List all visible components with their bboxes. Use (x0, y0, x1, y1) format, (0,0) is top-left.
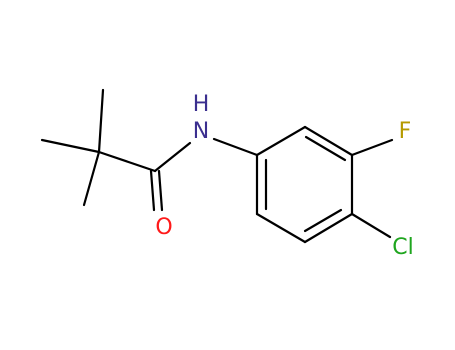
chlorine-label: Cl (392, 235, 413, 260)
nitrogen-label: N (193, 119, 209, 144)
bond-nitrogen-ring (212, 137, 259, 157)
ring-bond-1 (255, 125, 307, 157)
ring-double-inner-1 (304, 135, 347, 162)
bond-quaternary-carbonyl (97, 150, 157, 173)
hydrogen-label: H (193, 92, 210, 117)
ring-bond-2 (303, 125, 354, 157)
ring-bond-4 (303, 212, 354, 244)
bond-ring-chlorine (350, 212, 392, 239)
ring-double-inner-2 (303, 208, 343, 233)
oxygen-label: O (155, 215, 172, 240)
bond-carbonyl-nitrogen (153, 141, 192, 173)
bond-carbonyl-double-b (157, 169, 164, 212)
fluorine-label: F (399, 119, 412, 144)
bond-methyl-left (40, 138, 101, 154)
ring-bond-5 (255, 212, 307, 244)
bond-methyl-top (97, 88, 105, 154)
bond-ring-fluorine (350, 138, 394, 157)
bond-methyl-bottom (82, 150, 101, 207)
bond-carbonyl-double-a (149, 169, 156, 212)
